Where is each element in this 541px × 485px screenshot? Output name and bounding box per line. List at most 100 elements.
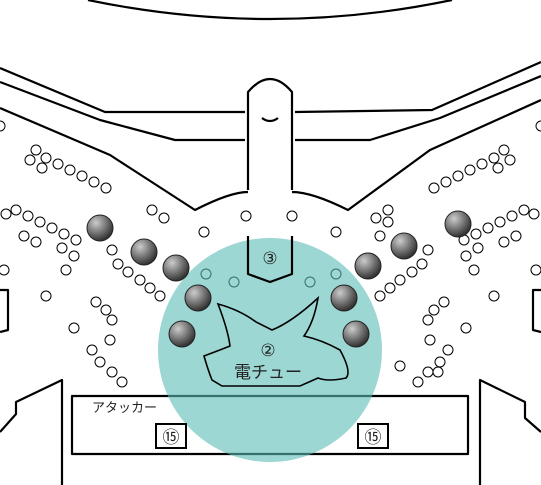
pin [510,230,522,242]
pin [18,230,30,242]
ball [342,320,370,348]
pin [58,228,70,240]
pin [154,290,166,302]
ball [390,232,418,260]
pin [432,366,444,378]
denchu-shape [203,295,349,387]
pin [0,120,6,132]
pin [88,176,100,188]
pin [70,234,82,246]
pin [528,208,540,220]
pin [416,258,428,270]
pin [504,154,516,166]
pin [76,170,88,182]
attacker-right-marker: ⑮ [365,428,382,448]
pin [10,204,22,216]
pocket-3-label: ③ [262,249,277,269]
right-rail-inner [295,74,541,142]
pin [158,212,170,224]
ball [86,214,114,242]
pin [106,366,118,378]
pin [506,210,518,222]
right-rail-outer [294,60,541,114]
pin [30,236,42,248]
left-lower-guide [0,378,64,485]
pin [146,204,158,216]
pin [40,290,52,302]
right-side-wall [531,288,541,334]
denchu-highlight-circle [158,238,382,462]
attacker-right-marker-box [357,423,389,449]
pin [394,360,406,372]
pin [0,264,10,276]
attacker-label: アタッカー [92,401,157,416]
pin [442,344,454,356]
ball [130,238,158,266]
pin [52,158,64,170]
ball-group [86,210,472,348]
pin [46,222,58,234]
denchu-label: 電チュー [234,363,302,383]
pin [434,356,446,368]
pin-field [0,120,541,388]
pin [56,242,68,254]
pin [470,228,482,240]
pin [460,322,472,334]
pocket-3 [246,236,294,284]
pin [30,144,42,156]
ball [162,254,190,282]
pin [530,264,541,276]
pin [100,182,112,194]
left-side-wall [0,288,10,334]
pin [104,334,116,346]
pin [384,282,396,294]
ball [184,284,212,312]
pin [198,226,210,238]
left-rail-inner [0,80,245,142]
center-stem [246,77,294,190]
pin [106,244,118,256]
pin [518,204,530,216]
pin [112,258,124,270]
pin [406,266,418,278]
pin [535,120,541,132]
pin [24,154,36,166]
pin [428,304,440,316]
attacker-left-marker: ⑮ [163,428,180,448]
left-v-guide [0,106,249,212]
pin [286,210,298,222]
right-lower-guide [478,378,541,485]
pin [134,274,146,286]
ball [354,252,382,280]
pin [460,250,472,262]
pin [68,322,80,334]
denchu-number: ② [260,341,275,361]
pin [60,264,72,276]
pin [122,266,134,278]
left-rail-outer [0,66,245,114]
pin [488,290,500,302]
pin [498,144,510,156]
pin [440,176,452,188]
pin [330,226,342,238]
pin [438,296,450,308]
pin [36,162,48,174]
right-v-guide [291,98,541,212]
ball [330,284,358,312]
pin [68,250,80,262]
pin [394,274,406,286]
pin [468,264,480,276]
pin [90,296,102,308]
pin [472,242,484,254]
pin [476,158,488,170]
pin [498,236,510,248]
pin [494,216,506,228]
pin [412,376,424,388]
pin [374,230,386,242]
stem-hook [261,117,279,123]
pin [422,314,434,326]
pin [422,366,434,378]
pin [482,222,494,234]
pin [382,216,394,228]
